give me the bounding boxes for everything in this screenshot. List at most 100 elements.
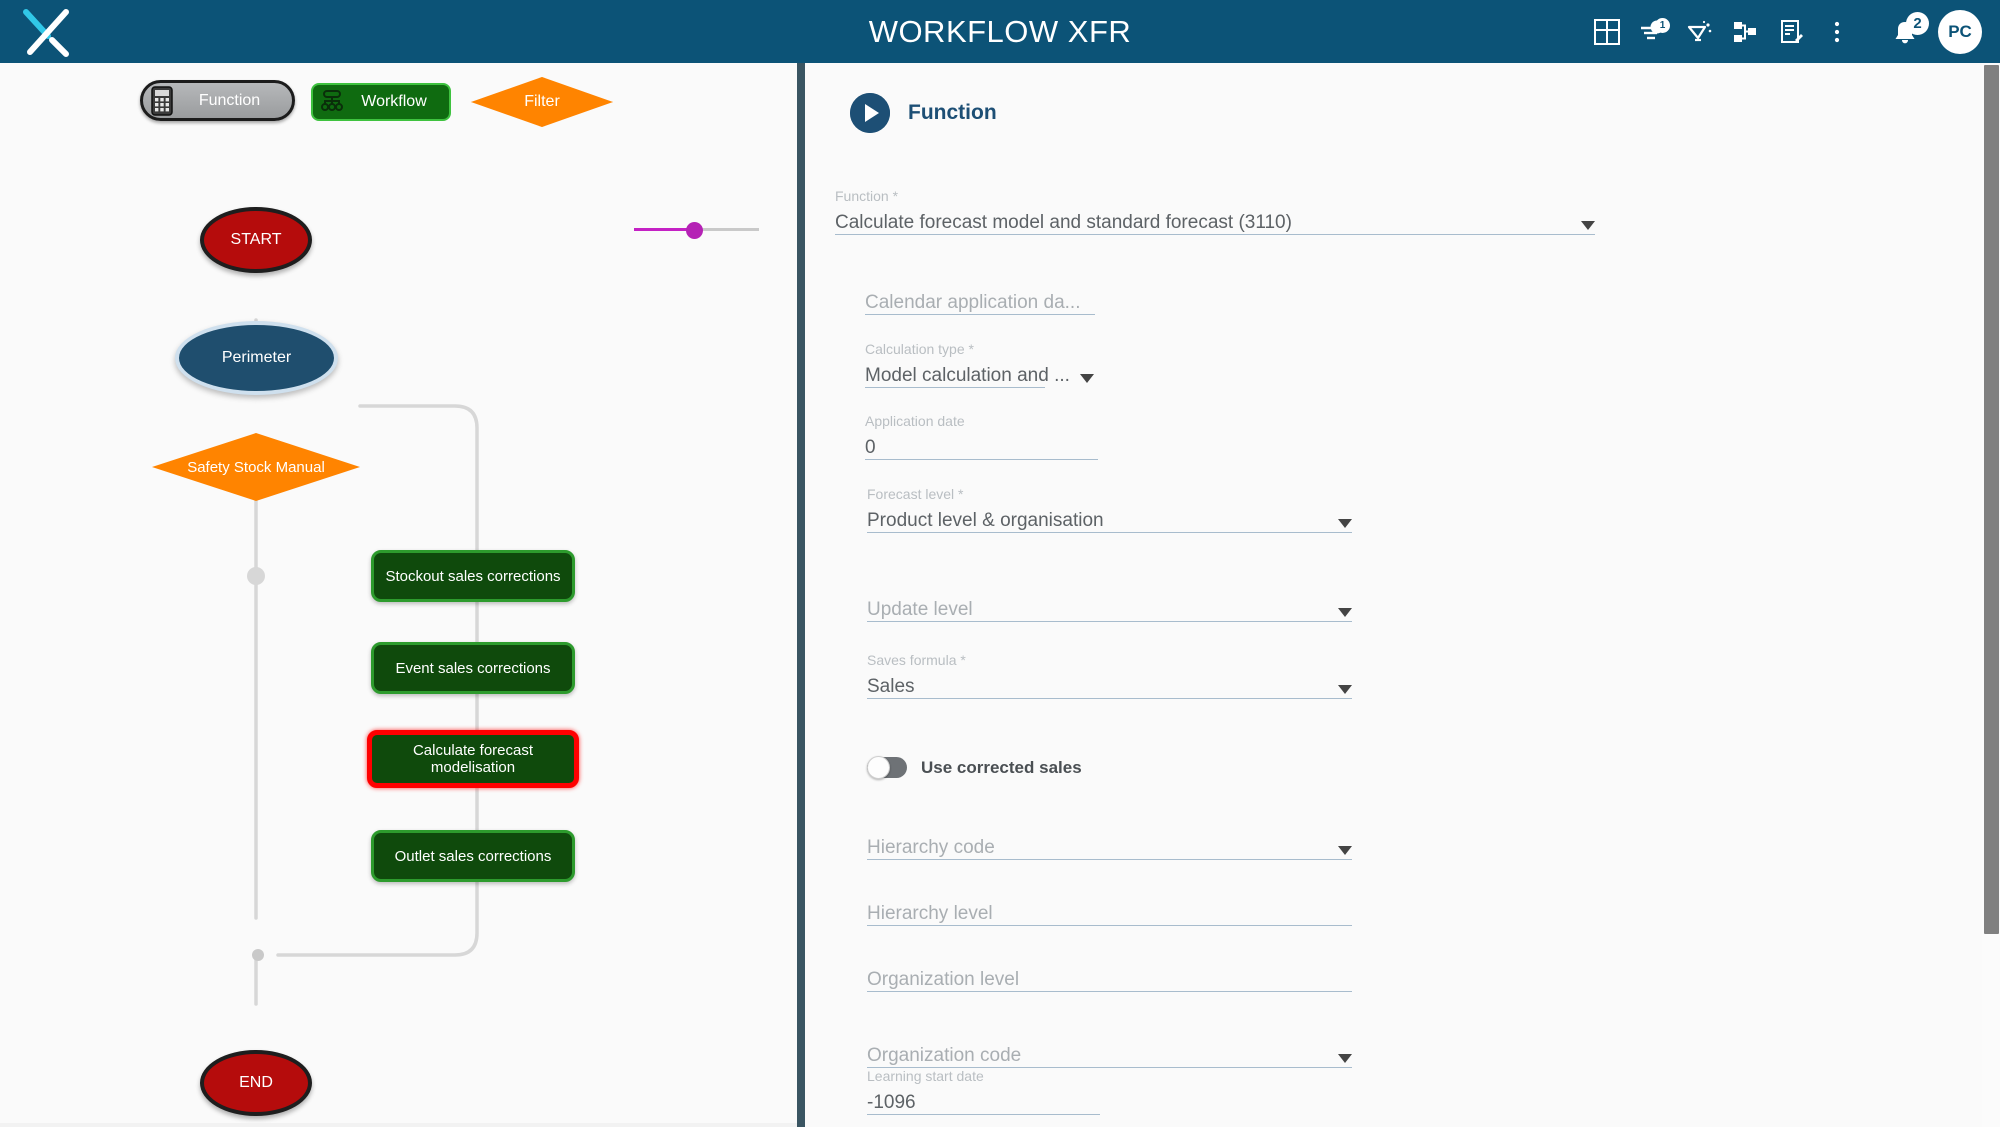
field-saves-formula: Saves formula * Sales — [867, 652, 1352, 699]
zoom-slider-track-inactive — [694, 228, 759, 231]
lightbulb-idea-icon[interactable] — [1676, 9, 1722, 55]
use-corrected-sales-toggle[interactable] — [867, 756, 907, 779]
details-scrollbar-thumb[interactable] — [1984, 65, 1999, 934]
field-update-level-label — [867, 575, 1352, 592]
connector-junction-dot[interactable] — [247, 567, 265, 585]
zoom-slider-thumb[interactable] — [686, 222, 703, 239]
field-hierarchy-code-value: Hierarchy code — [867, 837, 995, 858]
field-organization-level-control[interactable]: Organization level — [867, 966, 1352, 992]
canvas-zoom-slider[interactable] — [634, 221, 759, 239]
flow-node-outlet-label: Outlet sales corrections — [394, 847, 552, 865]
field-hierarchy-code-control[interactable]: Hierarchy code — [867, 834, 1352, 860]
field-forecast-level-value: Product level & organisation — [867, 510, 1104, 531]
flow-node-start[interactable]: START — [200, 207, 312, 273]
field-application-date-control[interactable]: 0 — [865, 434, 1098, 460]
flow-node-calculate-forecast-modelisation[interactable]: Calculate forecast modelisation — [367, 730, 579, 788]
field-organization-level-label — [867, 945, 1352, 962]
header-icon-bar: 1 — [1584, 0, 1986, 63]
pane-divider[interactable] — [797, 63, 805, 1127]
notification-badge-count: 2 — [1906, 11, 1929, 35]
document-edit-icon[interactable] — [1768, 9, 1814, 55]
calculator-icon — [151, 85, 173, 116]
grid-dashboard-icon[interactable] — [1584, 9, 1630, 55]
field-organization-code-value: Organization code — [867, 1045, 1022, 1066]
field-function-value: Calculate forecast model and standard fo… — [835, 212, 1292, 233]
kebab-menu-icon[interactable] — [1814, 9, 1860, 55]
flow-node-perimeter[interactable]: Perimeter — [175, 321, 338, 395]
field-learning-start-date-value: -1096 — [867, 1092, 916, 1113]
field-forecast-level: Forecast level * Product level & organis… — [867, 486, 1352, 533]
flow-node-event-label: Event sales corrections — [395, 659, 551, 677]
play-circle-icon — [850, 93, 890, 133]
flow-node-end[interactable]: END — [200, 1050, 312, 1116]
palette-function-button[interactable]: Function — [140, 80, 295, 121]
x-logo-icon[interactable] — [18, 6, 74, 58]
palette-workflow-button[interactable]: Workflow — [311, 83, 451, 121]
filter-settings-icon[interactable]: 1 — [1630, 9, 1676, 55]
zoom-slider-track-active — [634, 228, 694, 231]
chevron-down-icon[interactable] — [1338, 519, 1352, 528]
field-function: Function * Calculate forecast model and … — [835, 188, 1595, 235]
hierarchy-connector-icon[interactable] — [1722, 9, 1768, 55]
workflow-canvas-pane: Function Workflow Filter — [0, 63, 797, 1127]
flow-node-start-label: START — [230, 231, 282, 248]
chevron-down-icon[interactable] — [1338, 1054, 1352, 1063]
flow-node-safety-stock-manual-label: Safety Stock Manual — [187, 458, 325, 476]
function-details-pane: Function Function * Calculate forecast m… — [805, 63, 2000, 1127]
flow-node-end-label: END — [239, 1074, 273, 1091]
chevron-down-icon[interactable] — [1338, 685, 1352, 694]
chevron-down-icon[interactable] — [1338, 608, 1352, 617]
field-learning-start-date-control[interactable]: -1096 — [867, 1089, 1100, 1115]
field-calculation-type-label: Calculation type * — [865, 341, 974, 357]
field-organization-code-label — [867, 1021, 1352, 1038]
flow-node-stockout-label: Stockout sales corrections — [385, 567, 561, 585]
palette-filter-label: Filter — [524, 93, 560, 110]
flow-node-outlet-sales-corrections[interactable]: Outlet sales corrections — [371, 830, 575, 882]
field-organization-code-control[interactable]: Organization code — [867, 1042, 1352, 1068]
field-calculation-type-value: Model calculation and ... — [865, 365, 1070, 386]
field-function-label: Function * — [835, 188, 899, 204]
field-application-date-label: Application date — [865, 413, 965, 429]
field-function-control[interactable]: Calculate forecast model and standard fo… — [835, 209, 1595, 235]
field-learning-start-date: Learning start date -1096 — [867, 1068, 1100, 1115]
field-update-level: Update level — [867, 575, 1352, 622]
field-update-level-control[interactable]: Update level — [867, 596, 1352, 622]
details-panel-title: Function — [908, 101, 997, 124]
user-avatar[interactable]: PC — [1938, 9, 1982, 54]
chevron-down-icon[interactable] — [1338, 846, 1352, 855]
chevron-down-icon[interactable] — [1581, 221, 1595, 230]
field-hierarchy-level-value: Hierarchy level — [867, 903, 993, 924]
field-saves-formula-value: Sales — [867, 676, 915, 697]
notifications-bell-icon[interactable]: 2 — [1882, 9, 1929, 55]
flowchart-diagram: START Perimeter Safety Stock Manual Stoc… — [0, 63, 797, 1127]
field-update-level-value: Update level — [867, 599, 973, 620]
flow-node-stockout-sales-corrections[interactable]: Stockout sales corrections — [371, 550, 575, 602]
flow-node-perimeter-label: Perimeter — [221, 349, 292, 366]
field-saves-formula-control[interactable]: Sales — [867, 673, 1352, 699]
canvas-bottom-edge — [0, 1123, 797, 1127]
field-hierarchy-level-control[interactable]: Hierarchy level — [867, 900, 1352, 926]
field-hierarchy-level: Hierarchy level — [867, 879, 1352, 926]
workflow-tree-icon — [321, 90, 343, 114]
chevron-down-icon[interactable] — [1079, 374, 1094, 383]
field-calculation-type-control[interactable]: Model calculation and ... — [865, 362, 1094, 388]
details-panel-header: Function — [850, 93, 997, 133]
field-learning-start-date-label: Learning start date — [867, 1068, 984, 1084]
toggle-knob — [867, 756, 890, 779]
field-hierarchy-code: Hierarchy code — [867, 813, 1352, 860]
connector-merge-dot[interactable] — [252, 949, 264, 961]
flow-node-event-sales-corrections[interactable]: Event sales corrections — [371, 642, 575, 694]
field-application-date: Application date 0 — [865, 413, 1098, 460]
field-calculation-type: Calculation type * Model calculation and… — [865, 341, 1094, 388]
field-calendar-application-date-label — [865, 268, 1095, 285]
field-calendar-application-date-value: Calendar application da... — [865, 292, 1081, 313]
app-title: WORKFLOW XFR — [868, 13, 1132, 49]
field-saves-formula-label: Saves formula * — [867, 652, 966, 668]
filter-badge-count: 1 — [1655, 17, 1670, 33]
field-forecast-level-label: Forecast level * — [867, 486, 964, 502]
field-forecast-level-control[interactable]: Product level & organisation — [867, 507, 1352, 533]
field-use-corrected-sales[interactable]: Use corrected sales — [867, 756, 1082, 779]
field-calendar-application-date-control[interactable]: Calendar application da... — [865, 289, 1095, 315]
shape-palette: Function Workflow Filter — [0, 77, 797, 137]
field-application-date-value: 0 — [865, 437, 876, 458]
